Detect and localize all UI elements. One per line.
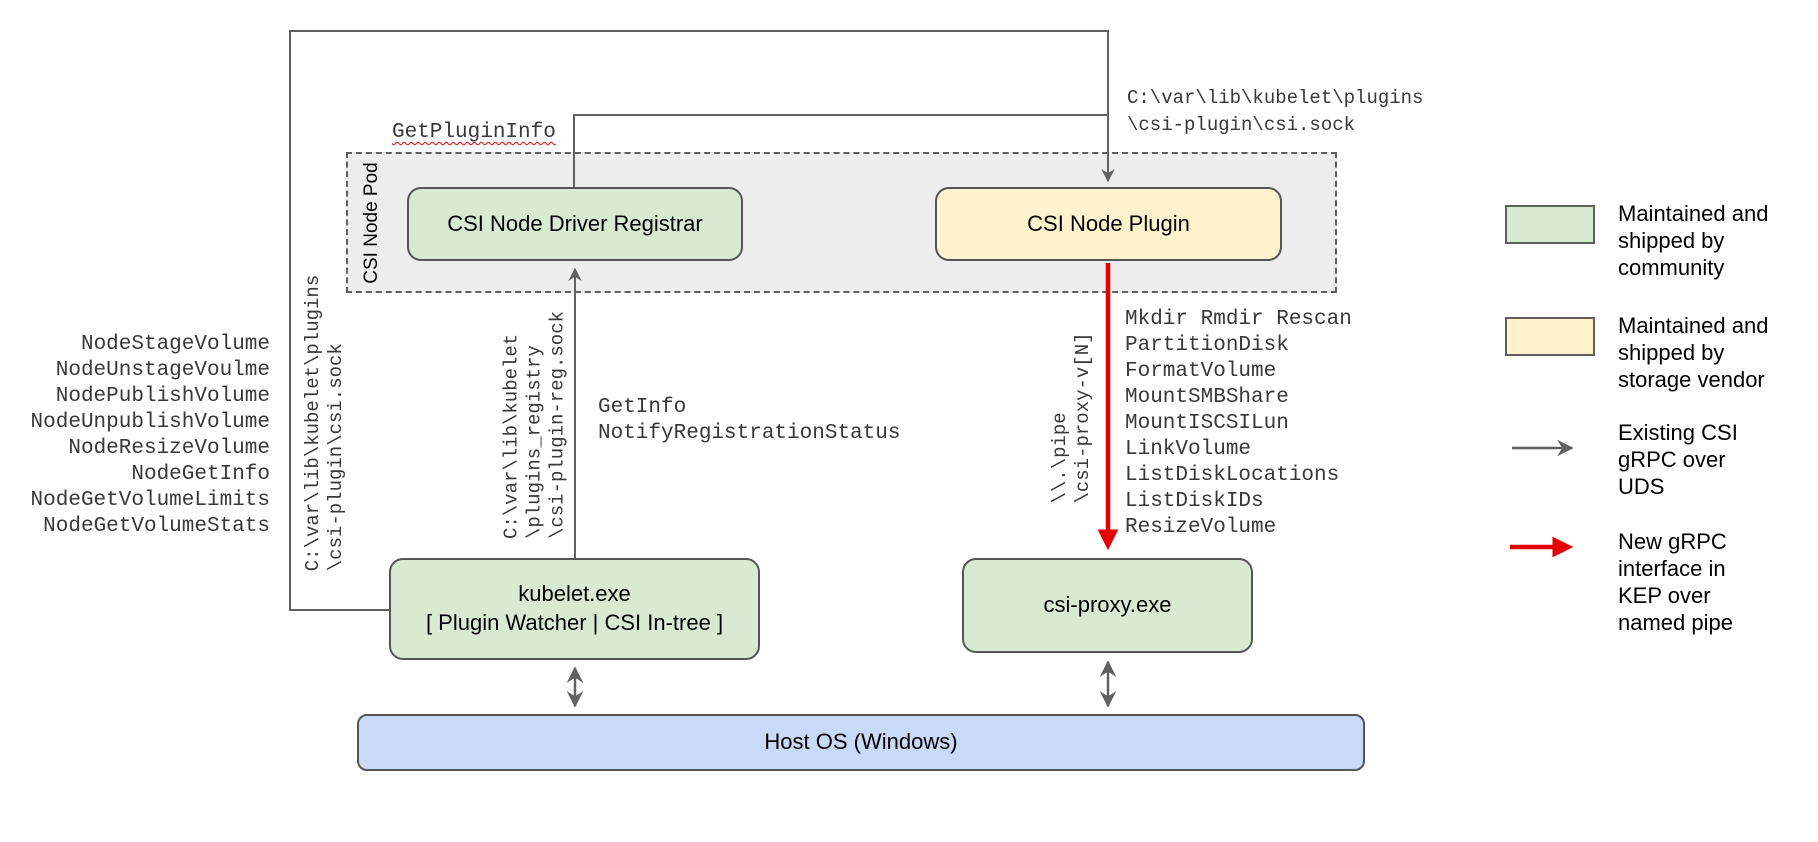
- proxy-rpcs-list: Mkdir Rmdir Rescan PartitionDisk FormatV…: [1125, 308, 1352, 539]
- legend-label-vendor: Maintained and shipped by storage vendor: [1618, 313, 1769, 392]
- csi-node-plugin-box: CSI Node Plugin: [935, 187, 1282, 261]
- get-plugin-info-label: GetPluginInfo: [392, 121, 556, 144]
- legend-label-community: Maintained and shipped by community: [1618, 201, 1769, 280]
- edge-registrar-to-plugin: [573, 114, 1107, 187]
- host-os-box: Host OS (Windows): [357, 714, 1365, 771]
- edge-kubelet-to-plugin: [289, 30, 1115, 611]
- legend-label-new-grpc-named-pipe: New gRPC interface in KEP over named pip…: [1618, 529, 1733, 635]
- csi-node-driver-registrar-label: CSI Node Driver Registrar: [447, 210, 703, 236]
- kubelet-title: kubelet.exe: [518, 581, 631, 607]
- host-os-label: Host OS (Windows): [764, 729, 958, 755]
- csi-node-driver-registrar-box: CSI Node Driver Registrar: [407, 187, 743, 261]
- csi-node-plugin-label: CSI Node Plugin: [1027, 210, 1190, 236]
- legend-swatch-vendor-yellow: [1505, 317, 1595, 356]
- csi-proxy-label: csi-proxy.exe: [1043, 592, 1172, 618]
- registry-sock-path-vertical-label: C:\var\lib\kubelet \plugins_registry \cs…: [500, 310, 569, 540]
- csi-proxy-box: csi-proxy.exe: [962, 558, 1253, 653]
- kubelet-box: kubelet.exe [ Plugin Watcher | CSI In-tr…: [389, 558, 760, 660]
- registration-rpcs-label: GetInfo NotifyRegistrationStatus: [598, 396, 901, 445]
- plugin-sock-path-label: C:\var\lib\kubelet\plugins \csi-plugin\c…: [1127, 87, 1424, 136]
- legend-swatch-community-green: [1505, 205, 1595, 244]
- csi-node-pod-title: CSI Node Pod: [361, 162, 382, 284]
- plugin-sock-path-vertical-label: C:\var\lib\kubelet\plugins \csi-plugin\c…: [302, 274, 347, 572]
- node-rpcs-list: NodeStageVolume NodeUnstageVoulme NodePu…: [30, 333, 270, 538]
- named-pipe-path-vertical-label: \\.\pipe \csi-proxy-v[N]: [1049, 332, 1094, 504]
- legend-label-existing-grpc-uds: Existing CSI gRPC over UDS: [1618, 420, 1738, 499]
- kubelet-subtitle: [ Plugin Watcher | CSI In-tree ]: [425, 610, 724, 635]
